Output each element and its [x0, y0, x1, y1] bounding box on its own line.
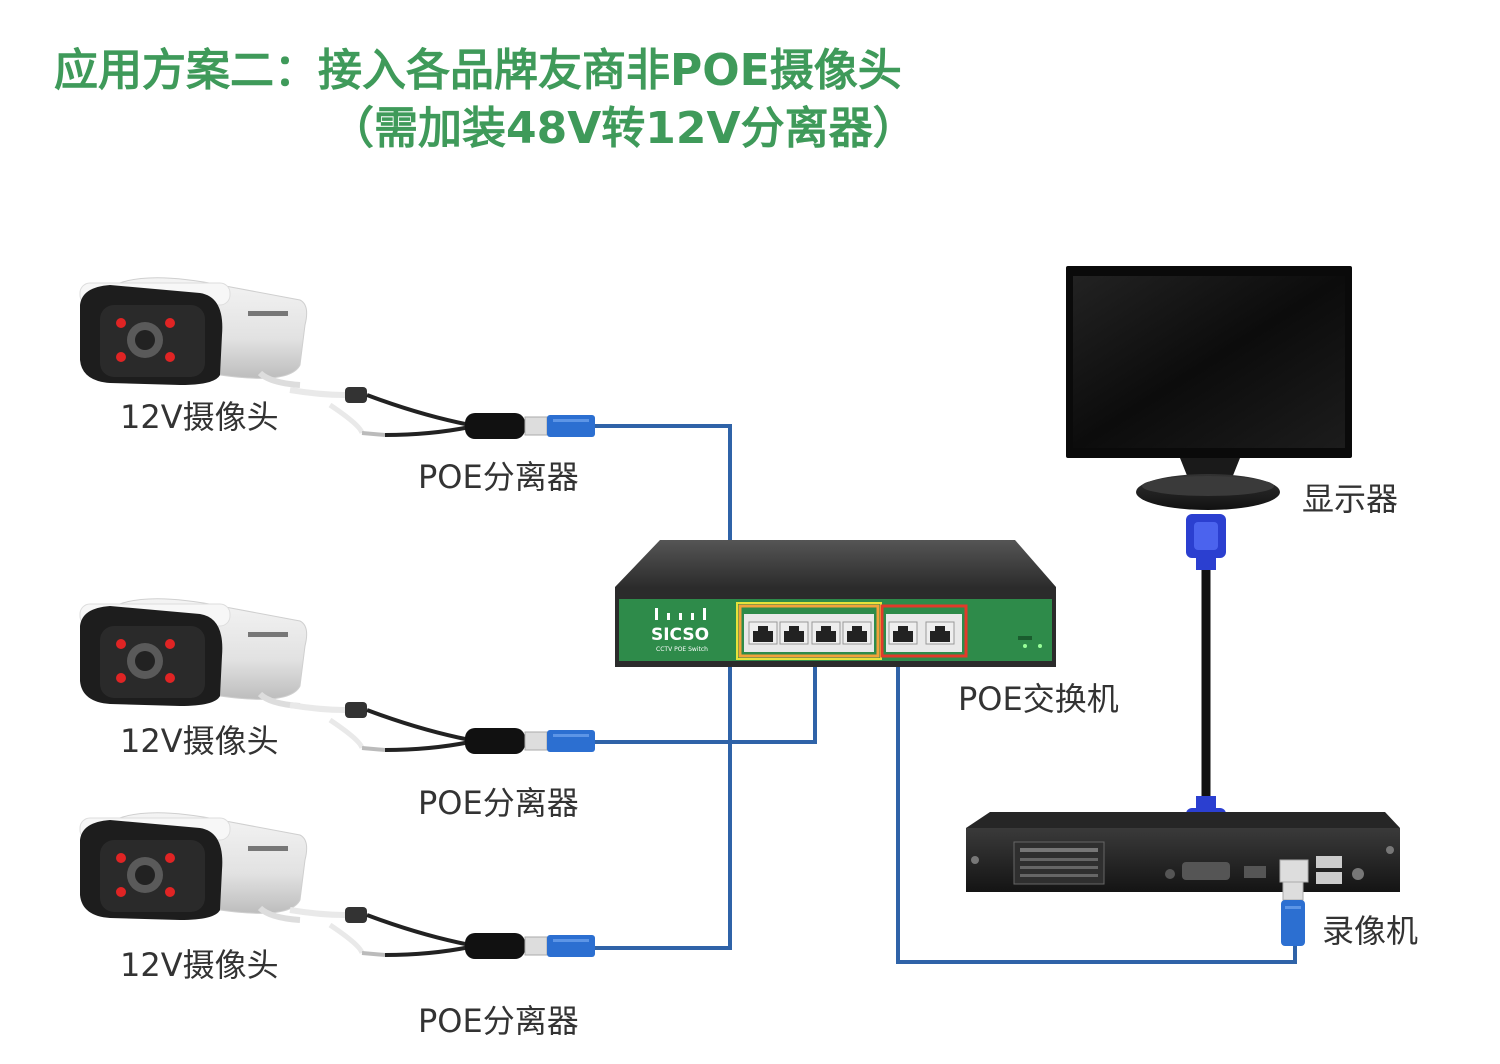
- camera-label-1: 12V摄像头: [120, 398, 279, 436]
- splitter-label-3: POE分离器: [418, 1002, 579, 1040]
- poe-port-4: [842, 621, 872, 645]
- nvr-label: 录像机: [1322, 912, 1419, 950]
- monitor-label: 显示器: [1302, 480, 1399, 518]
- poe-port-3: [811, 621, 841, 645]
- camera-label-3: 12V摄像头: [120, 946, 279, 984]
- network-cables: [595, 424, 1297, 964]
- camera-3: [80, 813, 307, 920]
- poe-ports-frame: [738, 604, 880, 658]
- poe-splitter-2: [290, 702, 595, 754]
- switch-subtitle: CCTV POE Switch: [656, 646, 708, 653]
- nvr-network-plug: [1281, 881, 1305, 946]
- poe-splitter-1: [290, 387, 595, 439]
- cable-camera-2: [595, 650, 817, 744]
- uplink-ports-frame: [880, 604, 968, 658]
- monitor: [1066, 266, 1352, 510]
- cable-nvr: [896, 650, 1297, 964]
- poe-port-2: [779, 621, 809, 645]
- nvr: [966, 812, 1400, 892]
- uplink-port-1: [888, 621, 918, 645]
- uplink-port-2: [925, 621, 955, 645]
- vga-cable: [1186, 514, 1226, 852]
- sicso-logo: SICSO CCTV POE Switch: [651, 608, 709, 653]
- cable-camera-1: [595, 424, 732, 950]
- title-line-2: （需加装48V转12V分离器）: [330, 103, 917, 154]
- switch-label: POE交换机: [958, 680, 1119, 718]
- camera-2: [80, 599, 307, 706]
- splitter-label-2: POE分离器: [418, 784, 579, 822]
- splitter-label-1: POE分离器: [418, 458, 579, 496]
- poe-switch: SICSO CCTV POE Switch: [615, 540, 1056, 667]
- camera-label-2: 12V摄像头: [120, 722, 279, 760]
- camera-1: [80, 278, 307, 385]
- title-line-1: 应用方案二：接入各品牌友商非POE摄像头: [54, 45, 902, 96]
- switch-brand: SICSO: [651, 625, 709, 645]
- poe-port-1: [748, 621, 778, 645]
- poe-splitter-3: [290, 907, 595, 959]
